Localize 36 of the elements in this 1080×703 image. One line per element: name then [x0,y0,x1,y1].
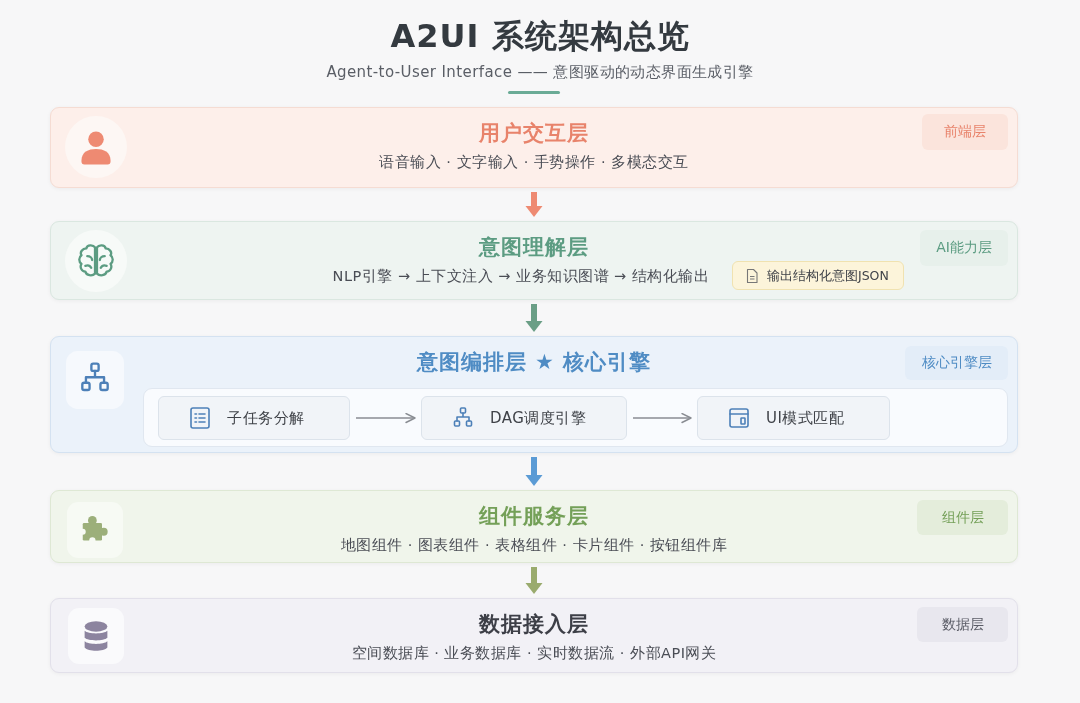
layer-description: 语音输入 · 文字输入 · 手势操作 · 多模态交互 [379,152,689,172]
arrow [525,192,543,217]
layer-tag: 组件层 [917,500,1008,535]
layer-title: 数据接入层 [479,610,589,638]
step-label: 子任务分解 [227,408,305,428]
layer-box [50,490,1018,563]
step-label: DAG调度引擎 [490,408,587,428]
layer-description: 空间数据库 · 业务数据库 · 实时数据流 · 外部API网关 [351,643,717,663]
arrow [632,412,692,424]
layer-tag: AI能力层 [920,230,1008,266]
step-box [158,396,350,440]
layer-box [50,336,1018,453]
layer-title: 意图编排层 ★ 核心引擎 [416,348,652,376]
arrow [525,457,543,486]
layer-tag: 前端层 [922,114,1008,150]
subtitle: Agent-to-User Interface —— 意图驱动的动态界面生成引擎 [326,62,754,82]
step-box [421,396,627,440]
layer-description: NLP引擎 → 上下文注入 → 业务知识图谱 → 结构化输出 [332,266,710,286]
layer-title: 用户交互层 [479,119,589,147]
arrow [525,304,543,332]
layer-tag: 核心引擎层 [905,346,1008,380]
step-label: UI模式匹配 [766,408,845,428]
layer-title: 组件服务层 [479,502,589,530]
layer-description: 地图组件 · 图表组件 · 表格组件 · 卡片组件 · 按钮组件库 [340,535,728,555]
output-chip [732,261,904,290]
arrow [355,412,416,424]
page-title: A2UI 系统架构总览 [390,16,690,56]
layer-box [50,598,1018,673]
layer-title: 意图理解层 [479,233,589,261]
arrow [525,567,543,594]
layer-tag: 数据层 [917,607,1008,642]
step-box [697,396,890,440]
chip-label: 输出结构化意图JSON [767,267,889,284]
layer-box [50,107,1018,188]
layer-box [50,221,1018,300]
inner-panel [143,388,1008,447]
